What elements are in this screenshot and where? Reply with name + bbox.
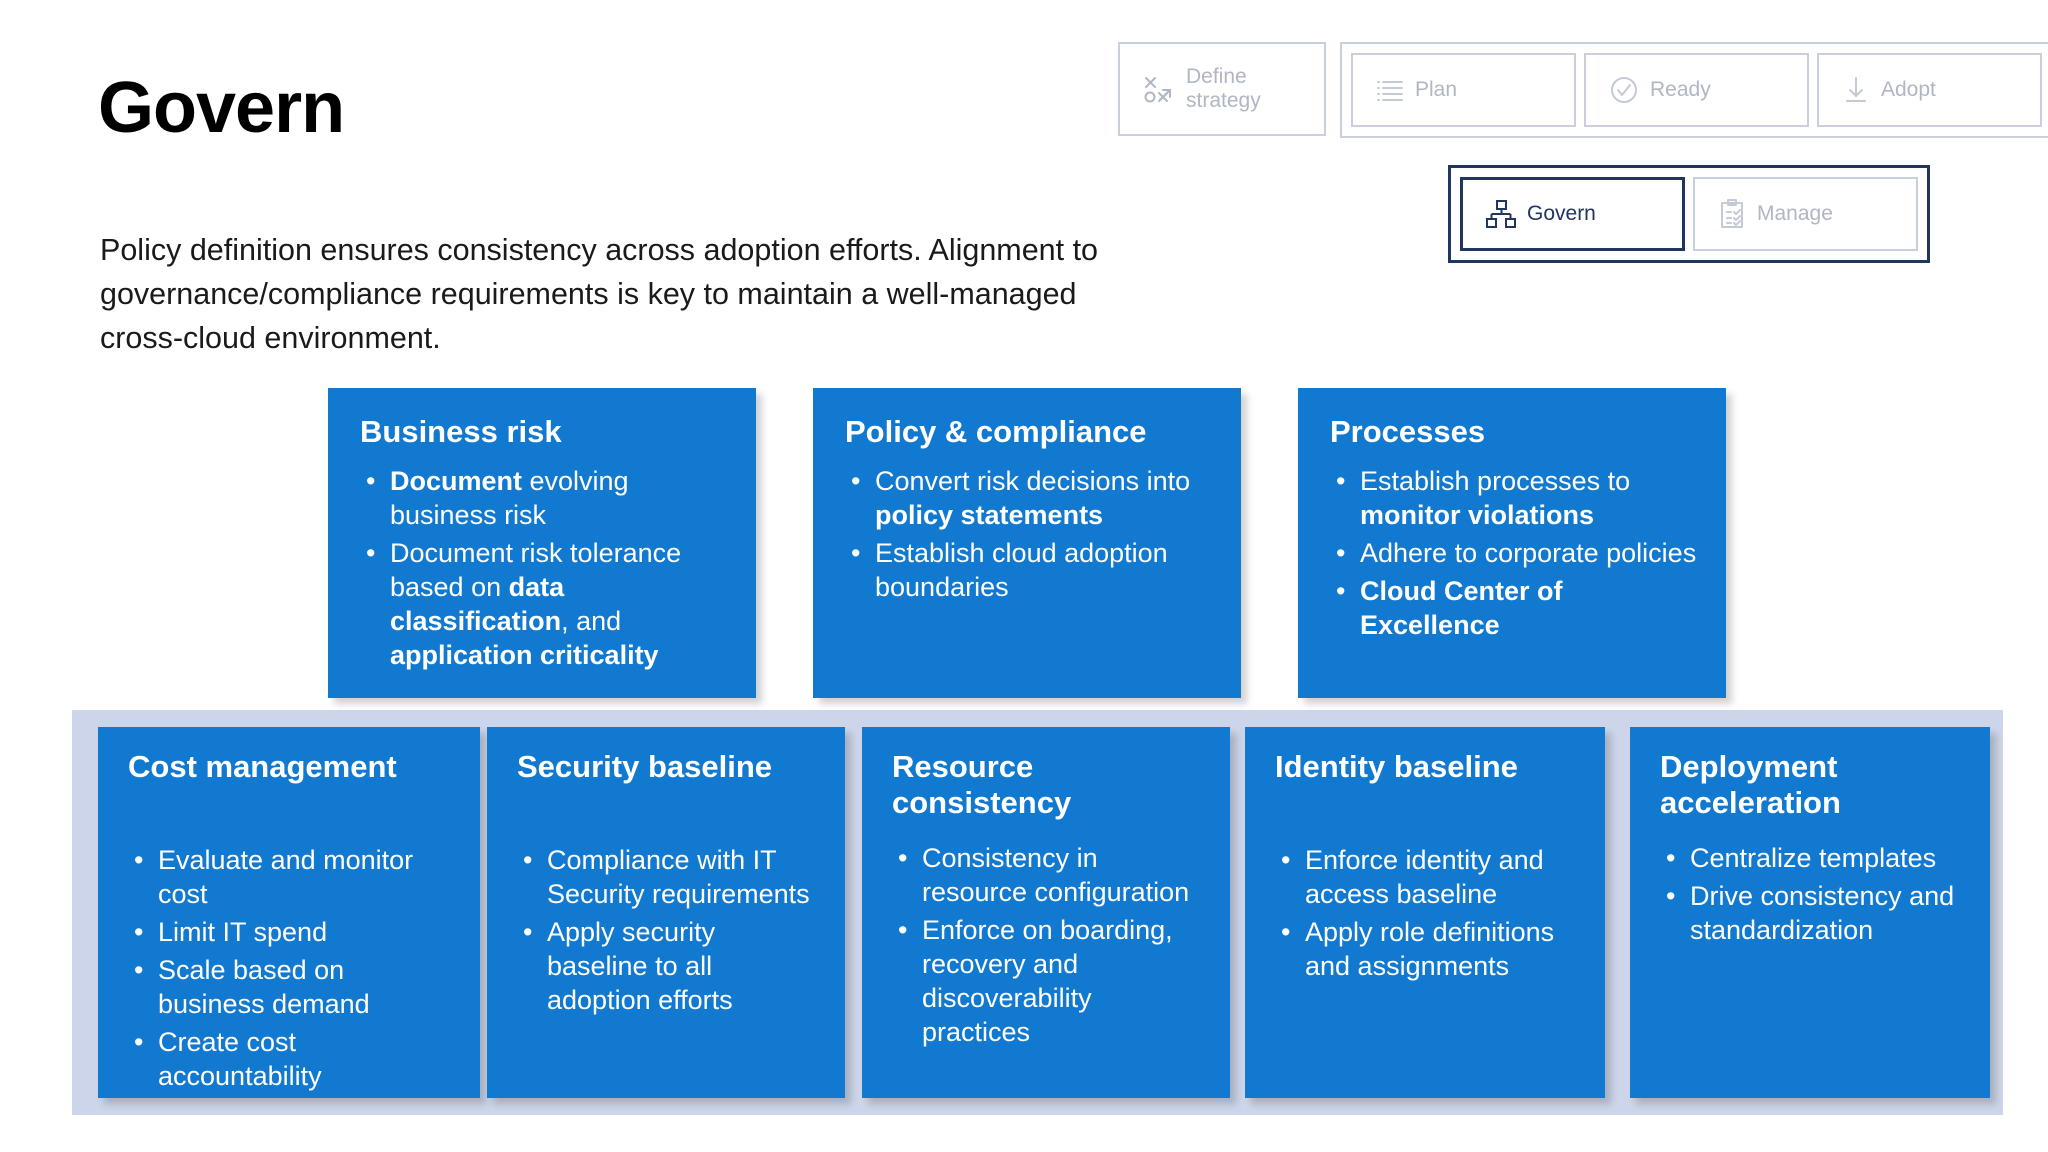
check-circle-icon xyxy=(1608,74,1640,106)
bullet-text-emphasis: policy statements xyxy=(875,499,1104,530)
card-bullet-list: Compliance with IT Security requirements… xyxy=(517,843,821,1017)
bullet-item: Scale based on business demand xyxy=(128,953,456,1021)
bullet-text: Drive consistency and standardization xyxy=(1690,880,1955,945)
card-processes[interactable]: Processes Establish processes to monitor… xyxy=(1298,388,1726,698)
bullet-item: Drive consistency and standardization xyxy=(1660,879,1966,947)
title-spacer xyxy=(1660,833,1966,841)
nav-chip-label: Govern xyxy=(1527,202,1596,226)
bullet-text: , and xyxy=(561,606,622,637)
journey-nav-group-inactive: Plan Ready xyxy=(1340,42,2048,138)
nav-chip-label: Define strategy xyxy=(1186,65,1261,112)
nav-chip-label: Manage xyxy=(1757,202,1833,226)
download-icon xyxy=(1841,74,1871,106)
bullet-text: Establish cloud adoption boundaries xyxy=(875,537,1168,602)
bullet-text-emphasis: data classification xyxy=(390,572,565,637)
card-deployment-acceleration[interactable]: Deployment acceleration Centralize templ… xyxy=(1630,727,1990,1098)
bullet-item: Centralize templates xyxy=(1660,841,1966,875)
bullet-text: Establish processes to xyxy=(1360,465,1631,496)
card-title: Resource consistency xyxy=(892,749,1072,820)
card-bullet-list: Convert risk decisions into policy state… xyxy=(845,464,1213,604)
nav-chip-label: Adopt xyxy=(1881,78,1936,102)
card-title: Processes xyxy=(1330,414,1486,449)
bullet-item: Document risk tolerance based on data cl… xyxy=(360,536,728,672)
bullet-text: Convert risk decisions into xyxy=(875,465,1191,496)
bullet-item: Create cost accountability xyxy=(128,1025,456,1093)
bullet-item: Limit IT spend xyxy=(128,915,456,949)
bullet-item: Consistency in resource configuration xyxy=(892,841,1206,909)
title-spacer xyxy=(128,797,456,843)
card-title: Policy & compliance xyxy=(845,414,1147,449)
journey-nav-group-active: Govern M xyxy=(1448,165,1930,263)
bullet-item: Enforce on boarding, recovery and discov… xyxy=(892,913,1206,1049)
nav-chip-adopt[interactable]: Adopt xyxy=(1817,53,2042,127)
bullet-item: Enforce identity and access baseline xyxy=(1275,843,1581,911)
bullet-item: Convert risk decisions into policy state… xyxy=(845,464,1213,532)
bullet-text-emphasis: monitor violations xyxy=(1360,499,1595,530)
card-bullet-list: Establish processes to monitor violation… xyxy=(1330,464,1698,642)
card-business-risk[interactable]: Business risk Document evolving business… xyxy=(328,388,756,698)
card-title: Business risk xyxy=(360,414,562,449)
bullet-text: Centralize templates xyxy=(1690,842,1937,873)
card-bullet-list: Evaluate and monitor costLimit IT spendS… xyxy=(128,843,456,1093)
card-title: Cost management xyxy=(128,749,397,784)
nav-chip-label: Ready xyxy=(1650,78,1711,102)
bullet-item: Adhere to corporate policies xyxy=(1330,536,1698,570)
nav-chip-plan[interactable]: Plan xyxy=(1351,53,1576,127)
bullet-text-emphasis: Document xyxy=(390,465,530,496)
bullet-text: Enforce identity and access baseline xyxy=(1305,844,1544,909)
list-icon xyxy=(1375,75,1405,105)
nav-chip-ready[interactable]: Ready xyxy=(1584,53,1809,127)
bullet-item: Apply security baseline to all adoption … xyxy=(517,915,821,1017)
card-bullet-list: Centralize templatesDrive consistency an… xyxy=(1660,841,1966,947)
journey-nav-row-primary: Define strategy Pla xyxy=(1118,42,2048,138)
bullet-text: Create cost accountability xyxy=(158,1027,322,1092)
bullet-text-emphasis: Cloud Center of Excellence xyxy=(1360,576,1563,641)
clipboard-check-icon xyxy=(1717,198,1747,230)
bullet-text: Apply security baseline to all adoption … xyxy=(547,916,733,1016)
bullet-item: Establish processes to monitor violation… xyxy=(1330,464,1698,532)
nav-chip-label: Plan xyxy=(1415,78,1458,102)
bullet-text: Scale based on business demand xyxy=(158,955,370,1020)
card-title: Deployment acceleration xyxy=(1660,749,1841,820)
bullet-text: Compliance with IT Security requirements xyxy=(547,844,810,909)
bullet-item: Compliance with IT Security requirements xyxy=(517,843,821,911)
title-spacer xyxy=(517,797,821,843)
page-title: Govern xyxy=(98,68,345,148)
bullet-text: Evaluate and monitor cost xyxy=(158,844,414,909)
bullet-text: Limit IT spend xyxy=(158,916,328,947)
bullet-item: Evaluate and monitor cost xyxy=(128,843,456,911)
card-policy-compliance[interactable]: Policy & compliance Convert risk decisio… xyxy=(813,388,1241,698)
card-title: Identity baseline xyxy=(1275,749,1518,784)
card-security-baseline[interactable]: Security baseline Compliance with IT Sec… xyxy=(487,727,845,1098)
bullet-text: Adhere to corporate policies xyxy=(1360,537,1697,568)
bullet-text: Enforce on boarding, recovery and discov… xyxy=(922,914,1173,1047)
journey-nav: Define strategy Pla xyxy=(1118,42,2048,263)
nav-chip-define-strategy[interactable]: Define strategy xyxy=(1118,42,1326,136)
card-bullet-list: Enforce identity and access baselineAppl… xyxy=(1275,843,1581,983)
bullet-item: Apply role definitions and assignments xyxy=(1275,915,1581,983)
bullet-text-emphasis: application criticality xyxy=(390,640,659,671)
bullet-text: Apply role definitions and assignments xyxy=(1305,916,1555,981)
bullet-item: Cloud Center of Excellence xyxy=(1330,574,1698,642)
nav-chip-govern[interactable]: Govern xyxy=(1460,177,1685,251)
card-identity-baseline[interactable]: Identity baseline Enforce identity and a… xyxy=(1245,727,1605,1098)
nav-chip-manage[interactable]: Manage xyxy=(1693,177,1918,251)
card-bullet-list: Consistency in resource configurationEnf… xyxy=(892,841,1206,1049)
strategy-icon xyxy=(1142,72,1176,106)
intro-paragraph: Policy definition ensures consistency ac… xyxy=(100,233,1099,356)
card-cost-management[interactable]: Cost management Evaluate and monitor cos… xyxy=(98,727,480,1098)
title-spacer xyxy=(1275,797,1581,843)
card-title: Security baseline xyxy=(517,749,773,784)
title-spacer xyxy=(892,833,1206,841)
card-resource-consistency[interactable]: Resource consistency Consistency in reso… xyxy=(862,727,1230,1098)
hierarchy-icon xyxy=(1485,198,1517,230)
bullet-text: Consistency in resource configuration xyxy=(922,842,1190,907)
bullet-text: evolving business risk xyxy=(390,465,629,530)
card-bullet-list: Document evolving business riskDocument … xyxy=(360,464,728,672)
bullet-text: Document risk tolerance based on xyxy=(390,537,682,602)
bullet-item: Establish cloud adoption boundaries xyxy=(845,536,1213,604)
journey-nav-row-secondary: Govern M xyxy=(1448,165,1930,263)
bullet-item: Document evolving business risk xyxy=(360,464,728,532)
